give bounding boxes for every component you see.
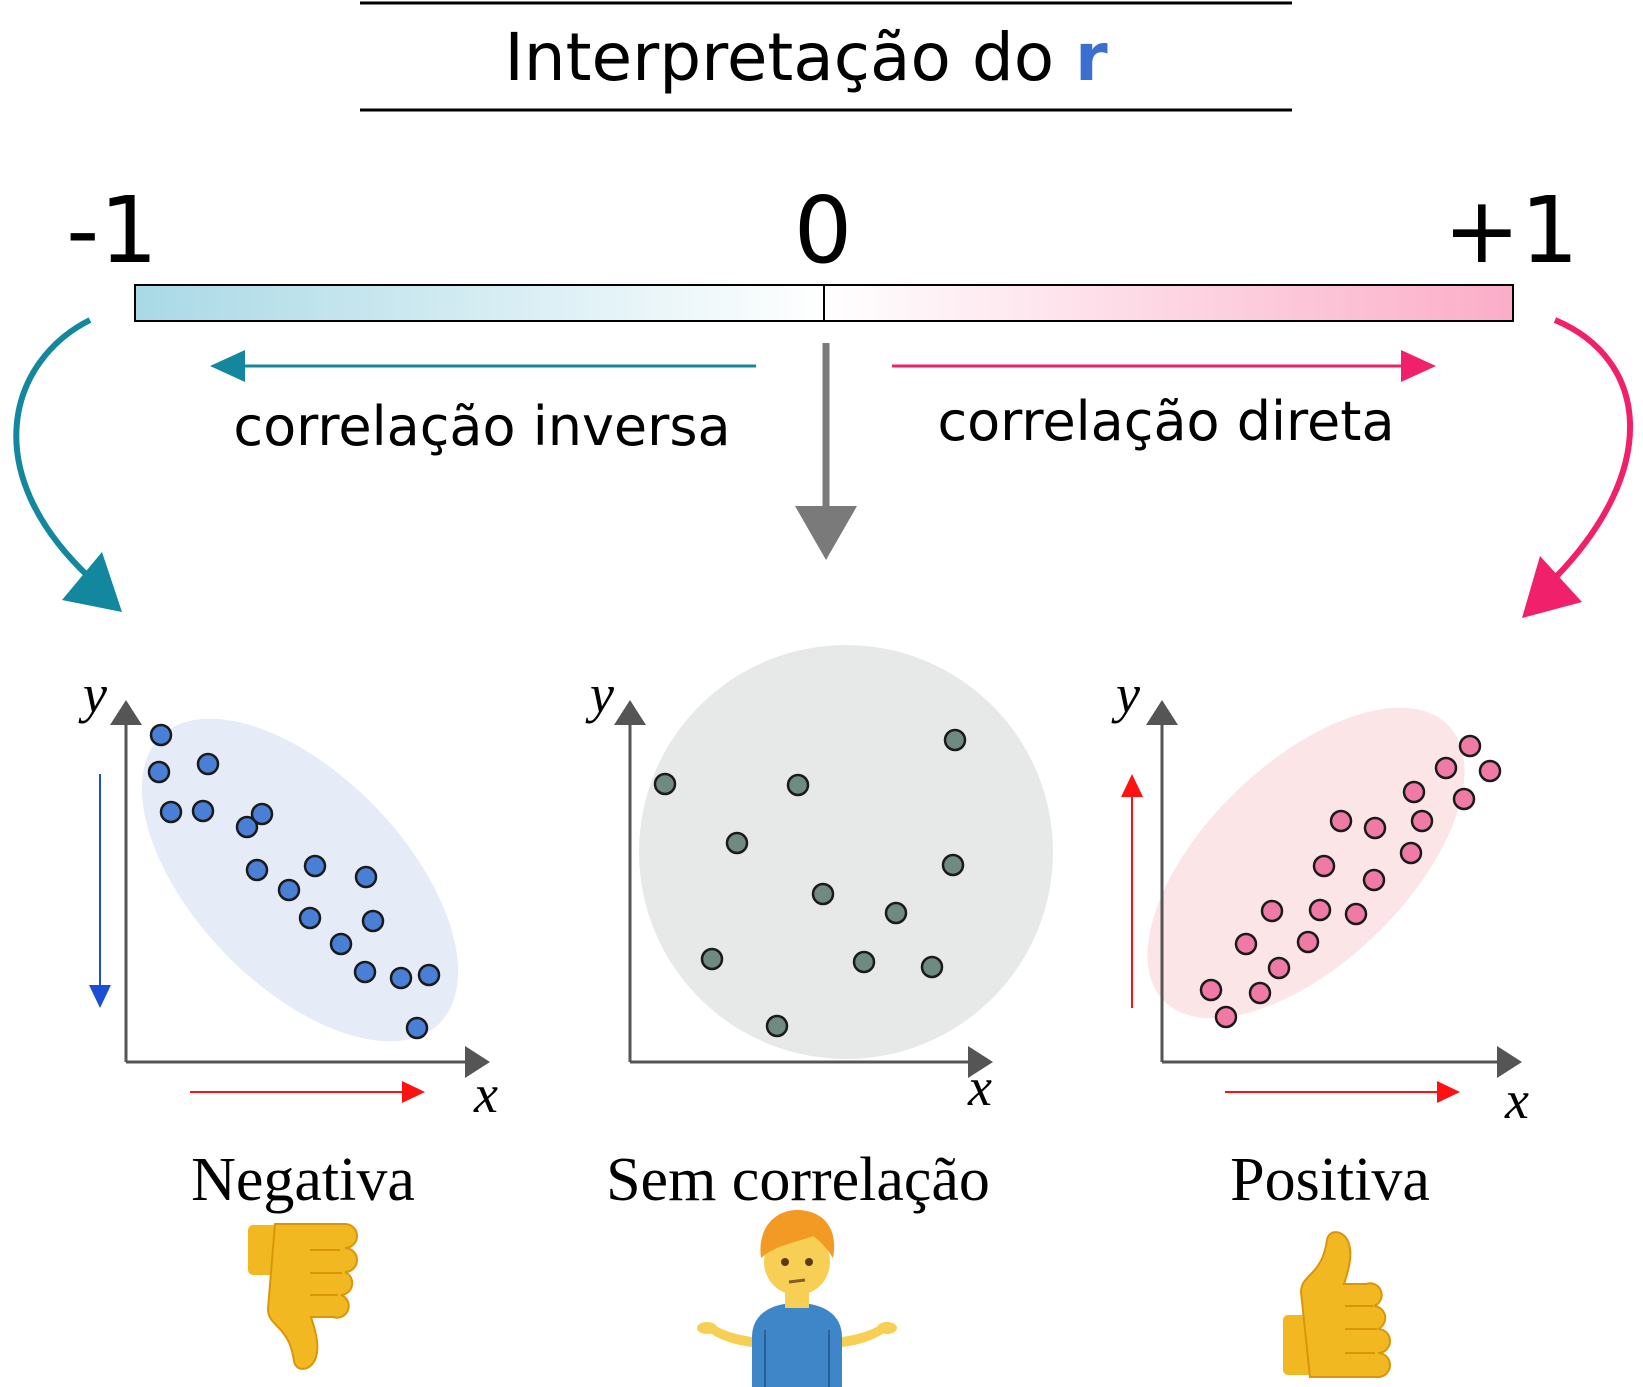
- scale-label-max: +1: [1443, 177, 1579, 284]
- scatter-point: [1458, 734, 1482, 758]
- negative-correlation-panel: y x Negativa: [78, 664, 498, 1370]
- scatter-point: [1478, 759, 1502, 783]
- no-correlation-panel: y x Sem correlação: [585, 645, 1053, 1387]
- scatter-point: [1296, 930, 1320, 954]
- scatter-point: [811, 882, 835, 906]
- positive-curved-arrow: [1522, 317, 1633, 618]
- scale-bar-negative: [135, 285, 824, 321]
- positive-scatter-points: [1199, 734, 1502, 1029]
- page-title: Interpretação do r: [504, 19, 1108, 96]
- scatter-point: [1344, 902, 1368, 926]
- scatter-point: [1308, 898, 1332, 922]
- scatter-point: [943, 728, 967, 752]
- scatter-point: [353, 960, 377, 984]
- title-text: Interpretação do: [504, 19, 1075, 96]
- x-axis-arrow: [1497, 1046, 1522, 1078]
- none-y-axis-label: y: [585, 664, 614, 724]
- scatter-point: [298, 906, 322, 930]
- x-axis-arrow: [968, 1046, 993, 1078]
- scale-bar-positive: [824, 285, 1513, 321]
- scatter-point: [1267, 956, 1291, 980]
- scatter-point: [147, 760, 171, 784]
- thumbs-up-icon: [1283, 1231, 1391, 1378]
- y-decreasing-indicator: [89, 774, 111, 1008]
- negative-x-axis-label: x: [473, 1064, 498, 1124]
- shrugging-person-icon: [697, 1210, 897, 1387]
- negative-caption: Negativa: [191, 1146, 415, 1214]
- scatter-point: [1329, 809, 1353, 833]
- no-correlation-arrow: [795, 343, 857, 560]
- scatter-point: [1248, 981, 1272, 1005]
- scatter-point: [354, 865, 378, 889]
- scatter-point: [277, 878, 301, 902]
- x-increasing-indicator: [1225, 1081, 1460, 1103]
- scatter-point: [1214, 1005, 1238, 1029]
- scatter-point: [1260, 899, 1284, 923]
- inverse-direction-arrow: [210, 350, 756, 382]
- scatter-point: [1452, 787, 1476, 811]
- scatter-point: [765, 1014, 789, 1038]
- x-axis-arrow: [465, 1046, 490, 1078]
- positive-caption: Positiva: [1230, 1146, 1430, 1214]
- scatter-point: [245, 858, 269, 882]
- scatter-point: [1363, 816, 1387, 840]
- scatter-point: [920, 955, 944, 979]
- direct-direction-arrow: [892, 350, 1436, 382]
- y-increasing-indicator: [1121, 774, 1143, 1008]
- inverse-correlation-label: correlação inversa: [233, 395, 730, 458]
- scatter-point: [405, 1016, 429, 1040]
- direct-correlation-label: correlação direta: [937, 390, 1394, 453]
- negative-y-axis-label: y: [78, 664, 107, 724]
- none-x-axis-label: x: [967, 1057, 992, 1117]
- y-axis-arrow: [110, 700, 142, 725]
- thumbs-down-icon: [248, 1223, 358, 1370]
- scatter-point: [149, 723, 173, 747]
- y-axis-arrow: [614, 700, 646, 725]
- scatter-point: [235, 815, 259, 839]
- scatter-point: [653, 772, 677, 796]
- scale-label-min: -1: [66, 177, 158, 284]
- negative-curved-arrow: [13, 317, 122, 612]
- title-symbol-r: r: [1075, 19, 1108, 96]
- scatter-point: [1234, 932, 1258, 956]
- none-scatter-points: [653, 728, 967, 1038]
- scatter-point: [852, 950, 876, 974]
- scatter-point: [1199, 978, 1223, 1002]
- scatter-point: [1312, 854, 1336, 878]
- scatter-point: [700, 947, 724, 971]
- scatter-point: [725, 831, 749, 855]
- scatter-point: [159, 800, 183, 824]
- negative-scatter-points: [147, 723, 441, 1040]
- none-cluster-halo: [639, 645, 1053, 1059]
- positive-x-axis-label: x: [1504, 1070, 1529, 1130]
- positive-cluster-halo: [1147, 707, 1465, 1019]
- scatter-point: [303, 854, 327, 878]
- scatter-point: [1362, 868, 1386, 892]
- positive-correlation-panel: y x Positiva: [1111, 664, 1529, 1378]
- negative-cluster-halo: [141, 718, 459, 1042]
- scatter-point: [884, 901, 908, 925]
- scatter-point: [329, 932, 353, 956]
- scatter-point: [191, 799, 215, 823]
- y-axis-arrow: [1146, 700, 1178, 725]
- none-caption: Sem correlação: [606, 1146, 990, 1214]
- scatter-point: [1399, 841, 1423, 865]
- scatter-point: [1402, 780, 1426, 804]
- positive-y-axis-label: y: [1111, 664, 1140, 724]
- scatter-point: [361, 909, 385, 933]
- scale-label-center: 0: [794, 177, 853, 284]
- scatter-point: [389, 966, 413, 990]
- scatter-point: [786, 773, 810, 797]
- scatter-point: [1410, 809, 1434, 833]
- scatter-point: [417, 963, 441, 987]
- scatter-point: [1434, 756, 1458, 780]
- x-increasing-indicator: [190, 1081, 425, 1103]
- scatter-point: [250, 802, 274, 826]
- scatter-point: [941, 853, 965, 877]
- scatter-point: [196, 752, 220, 776]
